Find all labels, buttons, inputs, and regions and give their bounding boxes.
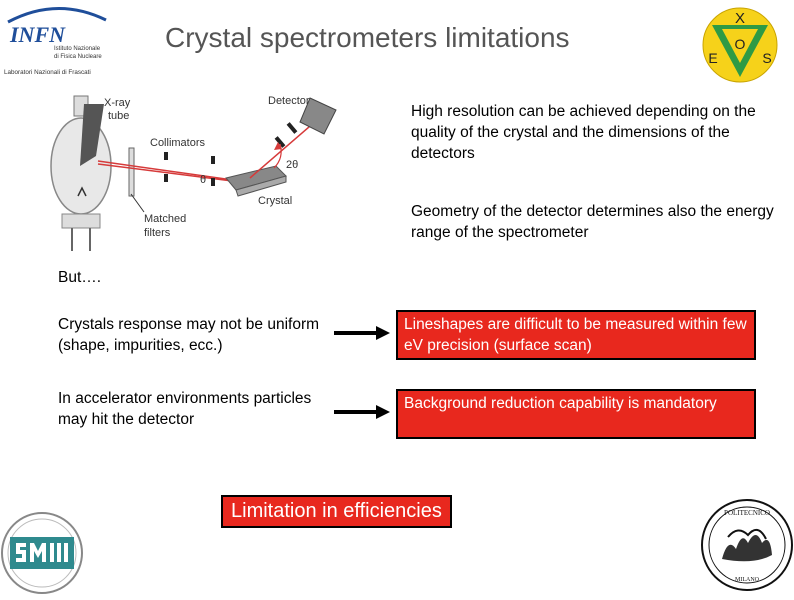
row1-left-text: Crystals response may not be uniform (sh… xyxy=(58,316,320,354)
infn-line3: Laboratori Nazionali di Frascati xyxy=(4,69,91,76)
infn-logo: INFN Istituto Nazionale di Fisica Nuclea… xyxy=(2,2,112,76)
infn-logo-graphic: INFN Istituto Nazionale di Fisica Nuclea… xyxy=(4,7,107,76)
label-theta: θ xyxy=(200,174,206,186)
label-xray: X-ray xyxy=(104,97,131,109)
infn-line2: di Fisica Nucleare xyxy=(54,54,102,60)
row1-result-box: Lineshapes are difficult to be measured … xyxy=(396,310,756,360)
xeos-x: X xyxy=(735,10,745,27)
label-crystal: Crystal xyxy=(258,195,292,207)
resolution-text: High resolution can be achieved dependin… xyxy=(411,103,756,162)
row1-arrow-icon xyxy=(332,323,392,343)
politecnico-seal-graphic: POLITECNICO MILANO xyxy=(701,499,793,591)
label-collimators: Collimators xyxy=(150,137,206,149)
smi-logo-graphic xyxy=(1,512,83,594)
spectrometer-diagram-graphic: X-ray tube Detector Collimators 2θ θ Cry… xyxy=(50,95,337,251)
xeos-o: O xyxy=(735,36,746,52)
limitation-box: Limitation in efficiencies xyxy=(221,495,452,528)
seal-top-text: POLITECNICO xyxy=(724,509,770,517)
xeos-logo-graphic: X O E S xyxy=(702,7,778,83)
xeos-s: S xyxy=(762,50,771,66)
page-title: Crystal spectrometers limitations xyxy=(165,22,570,53)
geometry-text: Geometry of the detector determines also… xyxy=(411,203,774,241)
politecnico-seal: POLITECNICO MILANO xyxy=(700,497,794,592)
row2-arrow-icon xyxy=(332,402,392,422)
row2-result-box: Background reduction capability is manda… xyxy=(396,389,756,439)
spectrometer-diagram: X-ray tube Detector Collimators 2θ θ Cry… xyxy=(38,86,338,256)
but-text: But…. xyxy=(58,269,102,286)
xeos-logo: X O E S xyxy=(700,5,780,85)
infn-line1: Istituto Nazionale xyxy=(54,46,101,52)
label-two-theta: 2θ xyxy=(286,159,298,171)
label-filters: filters xyxy=(144,227,171,239)
label-matched: Matched xyxy=(144,213,186,225)
label-detector: Detector xyxy=(268,95,310,107)
seal-bottom-text: MILANO xyxy=(735,577,760,583)
infn-wordmark: INFN xyxy=(9,22,66,47)
row2-left-text: In accelerator environments particles ma… xyxy=(58,390,312,428)
smi-logo xyxy=(0,507,84,595)
xeos-e: E xyxy=(708,50,717,66)
label-tube: tube xyxy=(108,110,129,122)
